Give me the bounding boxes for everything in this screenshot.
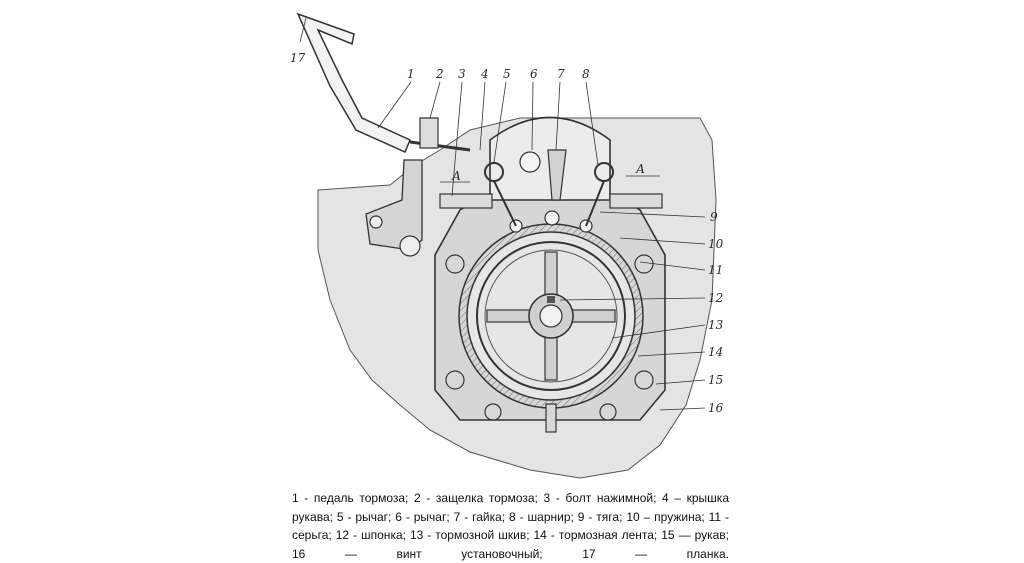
- label-2: 2: [435, 67, 444, 81]
- brake-latch: [419, 117, 439, 149]
- brake-pedal: [296, 12, 411, 153]
- label-3: 3: [458, 67, 466, 81]
- toothed-plate: [365, 159, 423, 251]
- bolt-right: [609, 193, 663, 209]
- label-7: 7: [557, 67, 565, 81]
- bolt-left: [439, 193, 493, 209]
- label-14: 14: [708, 345, 723, 359]
- set-screw: [545, 403, 557, 433]
- label-6: 6: [530, 67, 538, 81]
- brake-mechanism-drawing: 1 2 3 4 5 6 7 8 9 10 11 12 13 14 15 16 1…: [290, 12, 724, 479]
- label-10: 10: [708, 237, 724, 251]
- label-12: 12: [708, 291, 723, 305]
- label-5: 5: [503, 67, 511, 81]
- brake-pulley: [476, 241, 626, 391]
- label-16: 16: [708, 401, 724, 415]
- key: [547, 296, 555, 303]
- label-4: 4: [480, 67, 489, 81]
- label-1: 1: [407, 67, 415, 81]
- label-11: 11: [708, 263, 723, 277]
- label-17: 17: [290, 51, 306, 65]
- label-15: 15: [708, 373, 723, 387]
- label-9: 9: [710, 210, 718, 224]
- label-13: 13: [708, 318, 724, 332]
- figure-caption: 1 - педаль тормоза; 2 - защелка тормоза;…: [292, 491, 729, 561]
- dimension-label-left: А: [451, 169, 461, 183]
- label-8: 8: [582, 67, 590, 81]
- dimension-label-right: А: [635, 162, 645, 176]
